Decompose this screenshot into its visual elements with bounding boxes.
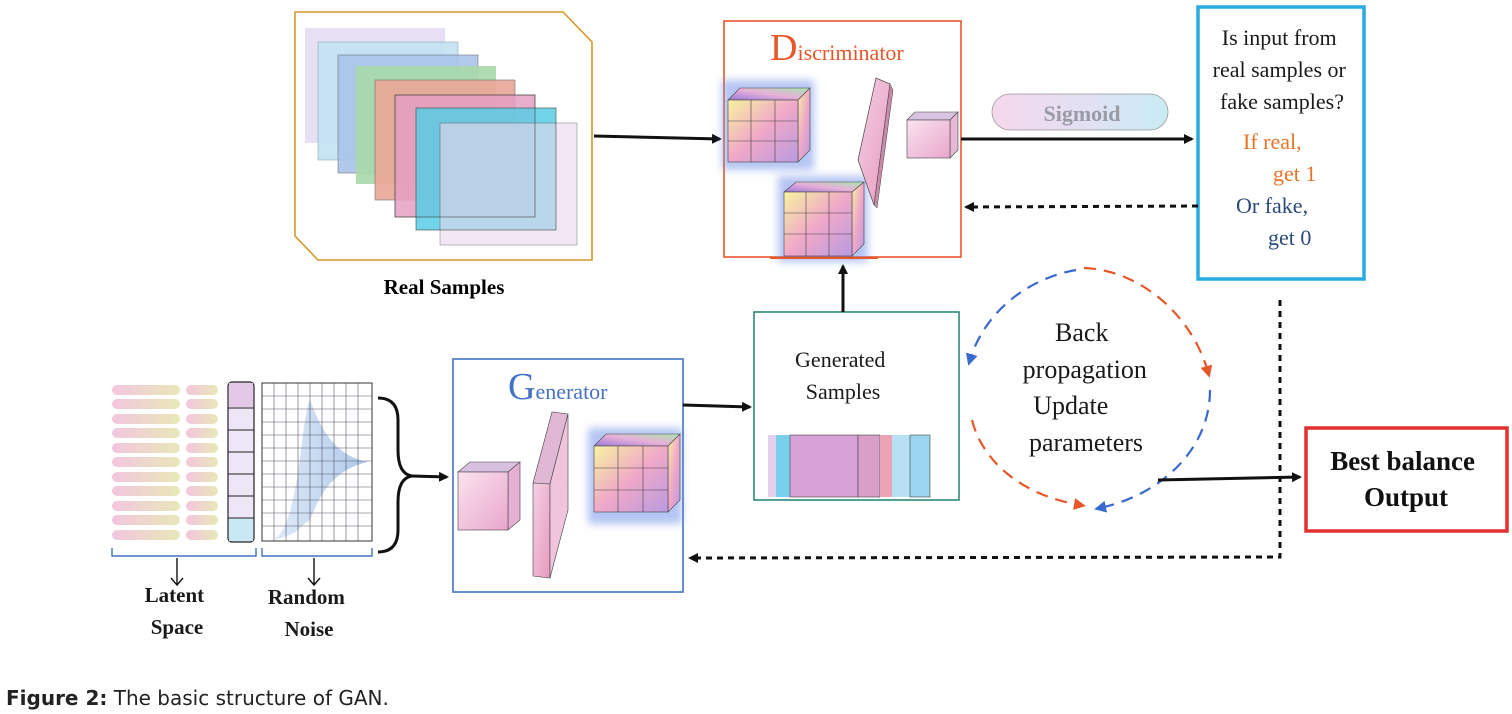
discriminator-feature-cube: [778, 176, 868, 262]
question-line-3: fake samples?: [1220, 89, 1344, 114]
inputs-to-generator-arrow: [411, 471, 449, 482]
generator-title-initial: G: [508, 366, 535, 408]
gan-diagram: Real Samples Discriminator: [111, 5, 1509, 641]
latent-space-line-1: Latent: [145, 583, 205, 607]
backprop-cycle: [965, 266, 1213, 513]
or-fake-line-2: get 0: [1268, 225, 1311, 250]
real-to-discriminator-arrow: [593, 133, 722, 144]
if-real-text: If real, get 1: [1243, 129, 1316, 186]
decision-to-discriminator-feedback-arrow: [964, 201, 1199, 212]
backprop-line-1: Back: [1055, 318, 1108, 347]
figure-caption: Figure 2: The basic structure of GAN.: [6, 686, 389, 710]
sample-image: [439, 122, 578, 246]
discriminator-output-cube: [906, 111, 959, 159]
discriminator-title-rest: iscriminator: [797, 40, 904, 65]
best-balance-output-label: Best balance Output: [1330, 446, 1482, 512]
decision-question: Is input from real samples or fake sampl…: [1213, 25, 1352, 114]
random-noise-bracket: [261, 548, 373, 557]
discriminator-title: Discriminator: [770, 27, 904, 69]
backprop-line-3: Update: [1033, 391, 1108, 420]
generated-samples-box: [753, 311, 960, 501]
latent-vector-column: [227, 381, 255, 543]
figure-caption-text: The basic structure of GAN.: [107, 686, 389, 710]
generator-title-rest: enerator: [535, 379, 608, 404]
backprop-line-2: propagation: [1023, 355, 1147, 384]
real-samples-frame: [294, 11, 593, 261]
random-noise-line-2: Noise: [285, 617, 334, 641]
generated-samples-strip: [768, 434, 931, 498]
decision-to-generator-feedback-arrow: [688, 300, 1282, 563]
sigmoid-pill: [991, 93, 1169, 131]
discriminator-layer-slab: [857, 77, 894, 209]
backprop-line-4: parameters: [1029, 428, 1143, 457]
generator-title: Generator: [508, 366, 608, 408]
cycle-to-output-arrow: [1157, 472, 1302, 483]
generator-layer-slab: [532, 411, 569, 579]
decision-box: [1196, 5, 1366, 281]
real-samples-label: Real Samples: [384, 275, 505, 299]
best-balance-output-box: [1304, 426, 1509, 533]
backprop-label: Back propagation Update parameters: [1023, 318, 1154, 457]
discriminator-feature-cube: [722, 80, 814, 170]
question-line-2: real samples or: [1213, 57, 1347, 82]
random-noise-label: Random Noise: [268, 585, 350, 641]
generator-box: [452, 358, 684, 593]
best-balance-line-2: Output: [1364, 482, 1448, 512]
random-noise-grid: [261, 382, 373, 542]
question-line-1: Is input from: [1222, 25, 1337, 50]
if-real-line-2: get 1: [1273, 161, 1316, 186]
latent-space-bracket: [111, 548, 257, 557]
or-fake-text: Or fake, get 0: [1236, 193, 1314, 250]
figure-caption-label: Figure 2:: [6, 686, 108, 710]
random-noise-line-1: Random: [268, 585, 346, 609]
generated-samples-line-2: Samples: [806, 379, 881, 404]
latent-down-arrow-icon: [170, 558, 184, 587]
latent-space-vectors: [112, 385, 218, 540]
noise-down-arrow-icon: [307, 558, 321, 587]
best-balance-line-1: Best balance: [1330, 446, 1475, 476]
generated-samples-label: Generated Samples: [795, 347, 891, 404]
generator-to-generated-arrow: [682, 401, 752, 412]
if-real-line-1: If real,: [1243, 129, 1302, 154]
latent-space-label: Latent Space: [145, 583, 210, 639]
generated-samples-line-1: Generated: [795, 347, 885, 372]
discriminator-title-initial: D: [770, 27, 797, 69]
latent-space-line-2: Space: [151, 615, 204, 639]
input-merge-brace: [377, 396, 413, 554]
or-fake-line-1: Or fake,: [1236, 193, 1308, 218]
sigmoid-label: Sigmoid: [1043, 101, 1120, 126]
generator-input-cube: [457, 461, 521, 531]
generator-output-cube: [588, 428, 682, 524]
